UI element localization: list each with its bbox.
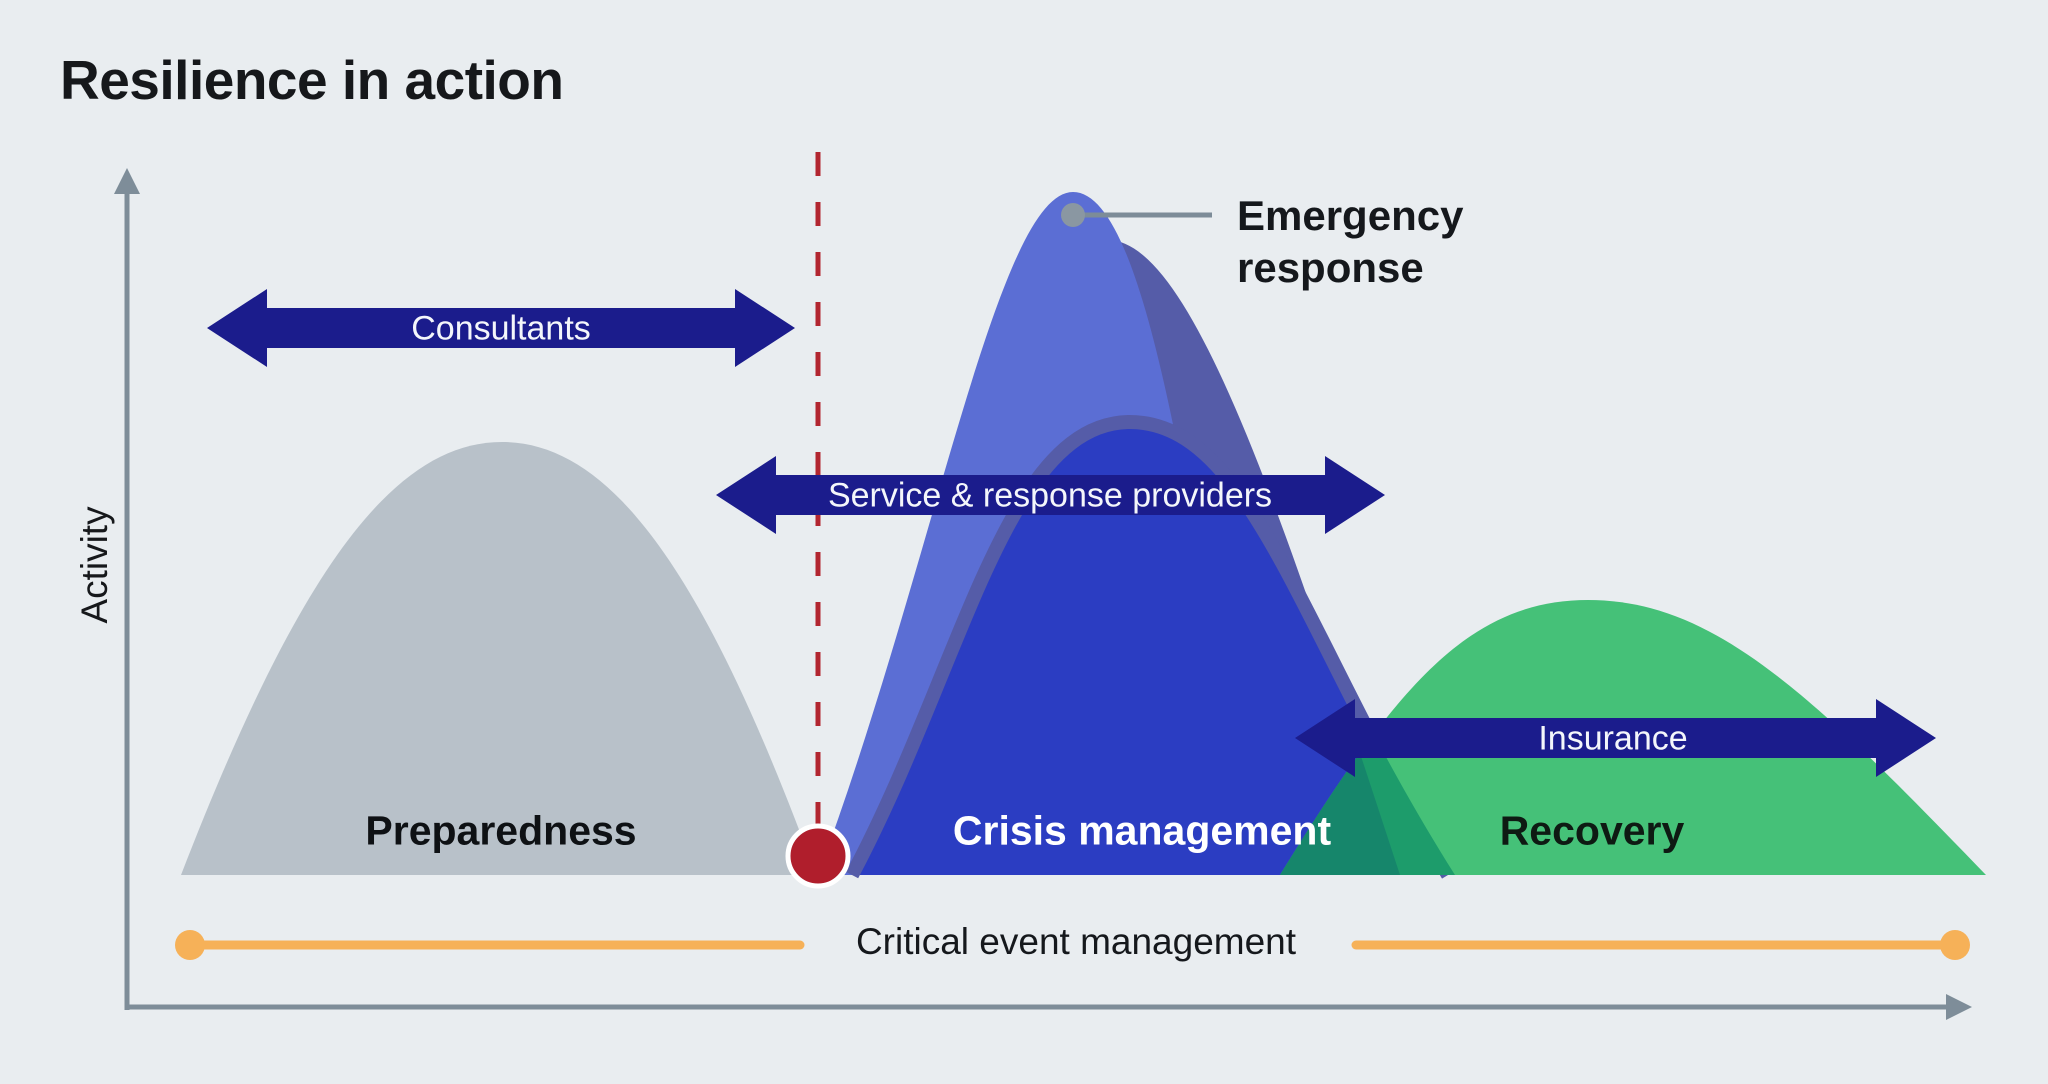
crisis-management-label: Crisis management	[952, 807, 1332, 854]
consultants-arrow-label: Consultants	[411, 309, 591, 348]
critical-event-dot	[785, 823, 851, 889]
critical-event-management-label: Critical event management	[855, 921, 1297, 962]
recovery-label: Recovery	[1499, 807, 1685, 854]
timeline-dot-left	[175, 930, 205, 960]
timeline-dot-right	[1940, 930, 1970, 960]
crisis-curve-edge	[845, 414, 1454, 879]
consultants-arrow	[207, 289, 795, 367]
insurance-arrow	[1295, 699, 1936, 777]
preparedness-curve	[181, 442, 816, 875]
y-axis-arrowhead	[114, 168, 140, 194]
service-providers-arrow	[716, 456, 1385, 534]
preparedness-label: Preparedness	[365, 807, 637, 854]
y-axis-label: Activity	[74, 506, 115, 624]
x-axis-arrowhead	[1946, 994, 1972, 1020]
service-providers-arrow-label: Service & response providers	[827, 476, 1273, 515]
callout-dot	[1061, 203, 1085, 227]
insurance-arrow-label: Insurance	[1538, 719, 1688, 758]
emergency-response-label: Emergency response	[1237, 192, 1464, 291]
page-title: Resilience in action	[60, 49, 564, 111]
